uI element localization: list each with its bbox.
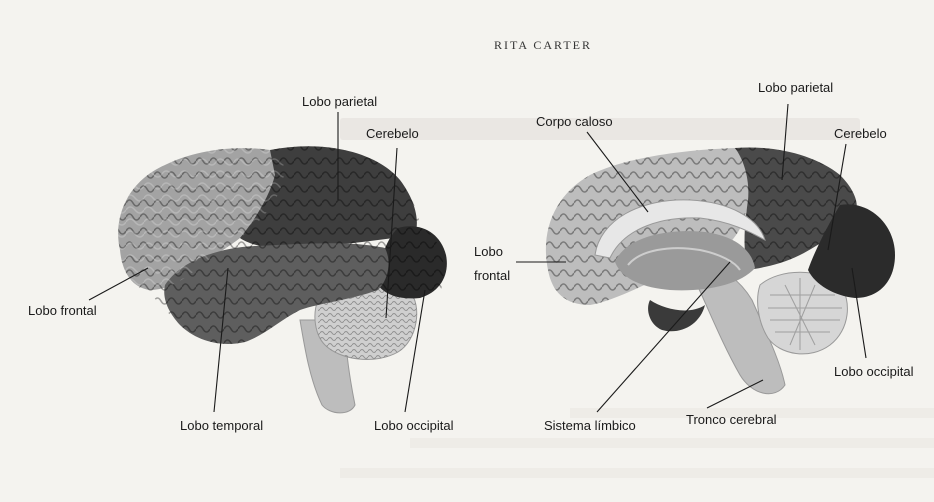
label-brainstem: Tronco cerebral [686, 412, 777, 427]
label-right-occipital: Lobo occipital [834, 364, 914, 379]
label-left-occipital: Lobo occipital [374, 418, 454, 433]
label-left-parietal: Lobo parietal [302, 94, 377, 109]
label-limbic-system: Sistema límbico [544, 418, 636, 433]
label-corpus-callosum: Corpo caloso [536, 114, 613, 129]
label-right-cerebellum: Cerebelo [834, 126, 887, 141]
left-brain [118, 146, 447, 413]
label-left-frontal: Lobo frontal [28, 303, 97, 318]
label-left-cerebellum: Cerebelo [366, 126, 419, 141]
label-right-frontal-2: frontal [474, 268, 510, 283]
label-left-temporal: Lobo temporal [180, 418, 263, 433]
right-brain [546, 147, 895, 393]
label-right-frontal-1: Lobo [474, 244, 503, 259]
limbic-dark-patch [648, 300, 705, 331]
label-right-parietal: Lobo parietal [758, 80, 833, 95]
